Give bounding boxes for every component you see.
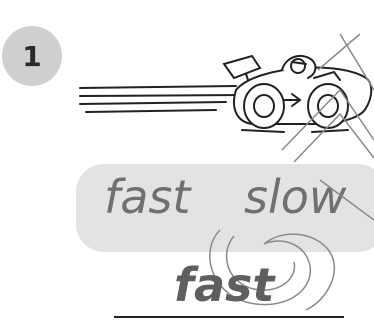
answer-word: fast bbox=[174, 258, 275, 312]
speed-line bbox=[85, 109, 217, 113]
speed-line bbox=[79, 94, 245, 97]
answer-line bbox=[114, 316, 344, 318]
question-number-badge: 1 bbox=[2, 26, 62, 86]
watermark-shape bbox=[209, 33, 374, 311]
speed-line bbox=[79, 101, 227, 105]
choice-word-fast[interactable]: fast bbox=[104, 170, 191, 224]
word-choice-bar bbox=[76, 164, 374, 252]
question-number: 1 bbox=[22, 39, 42, 73]
race-car-icon bbox=[79, 54, 373, 133]
choice-word-slow[interactable]: slow bbox=[244, 170, 347, 224]
speed-line bbox=[79, 85, 237, 89]
